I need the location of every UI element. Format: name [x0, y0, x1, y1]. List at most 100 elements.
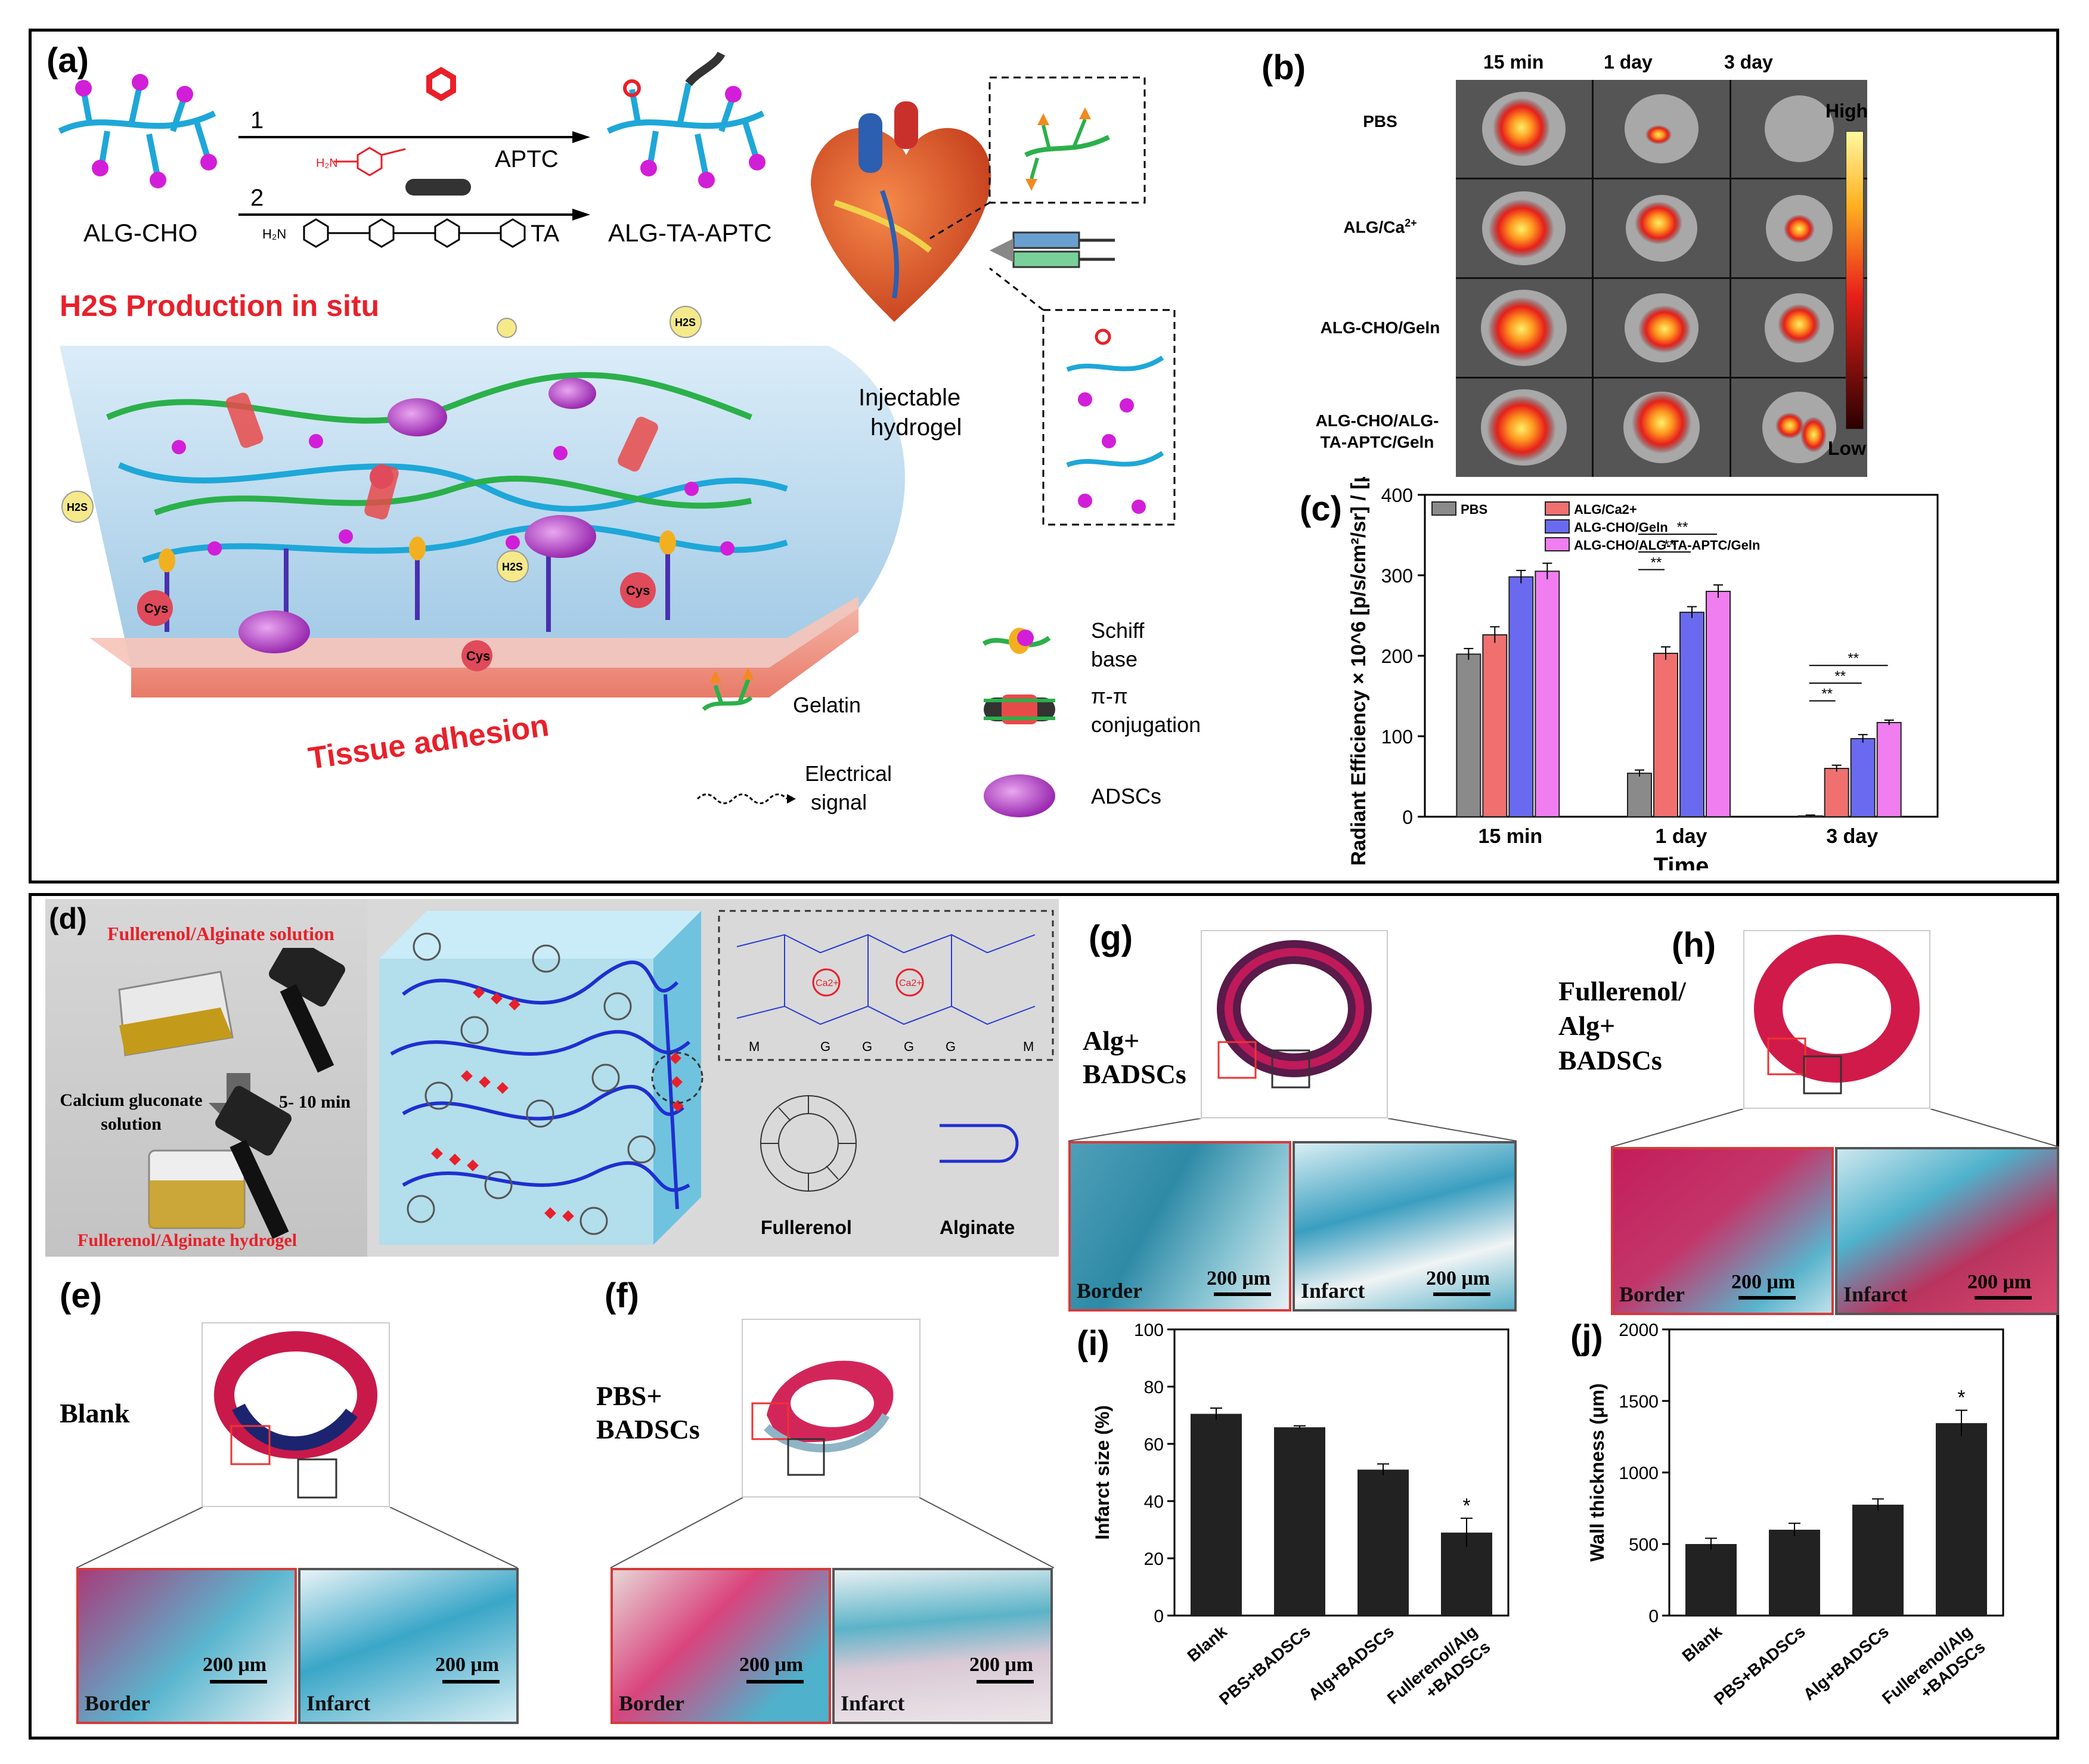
chart-c-sig-label: ** — [1834, 668, 1846, 684]
svg-text:M: M — [749, 1039, 760, 1054]
chart-i-ytick-label: 40 — [1144, 1492, 1164, 1512]
svg-text:Gelatin: Gelatin — [793, 693, 861, 717]
chart-j-xtick-label: Blank — [1679, 1622, 1726, 1666]
chart-j-ylabel: Wall thickness (μm) — [1586, 1383, 1608, 1561]
svg-text:Fullerenol: Fullerenol — [761, 1217, 852, 1238]
chart-c-xlabel: Time — [1654, 853, 1709, 870]
svg-text:signal: signal — [811, 790, 867, 814]
chart-c-ytick-label: 400 — [1381, 485, 1413, 506]
alg-ta-aptc-label: ALG-TA-APTC — [608, 219, 772, 247]
svg-text:H2S: H2S — [675, 317, 696, 328]
alginate-chain-icon — [940, 1124, 1019, 1163]
chart-c-legend-label: ALG-CHO/Geln — [1574, 520, 1668, 535]
chart-i-bar — [1357, 1470, 1409, 1616]
fullerenol-hydrogel-text: Fullerenol/Alginate hydrogel — [78, 1230, 297, 1250]
chart-c-bar — [1824, 768, 1849, 817]
chart-c-legend-label: ALG/Ca2+ — [1574, 502, 1637, 517]
panel-d-label: (d) — [49, 902, 87, 935]
chart-j-bar — [1685, 1544, 1737, 1616]
chart-c-ytick-label: 300 — [1381, 565, 1413, 587]
hydrogel-block — [60, 346, 905, 668]
chart-c-xtick-label: 1 day — [1656, 825, 1707, 848]
chart-j-ytick-label: 500 — [1629, 1535, 1659, 1555]
chart-j-xtick-label: PBS+BADSCs — [1710, 1622, 1809, 1709]
chart-j-xtick-label: Fullerenol/Alg+BADSCs — [1879, 1622, 1989, 1723]
hydrogel-label: hydrogel — [870, 414, 962, 441]
panel-f-heart-section — [742, 1319, 920, 1498]
panel-e-border-image: Border — [76, 1568, 297, 1724]
panel-b-row-pbs: PBS — [1363, 112, 1397, 131]
svg-text:Cys: Cys — [144, 601, 168, 616]
panel-b-time-15min: 15 min — [1483, 51, 1544, 73]
panel-g-infarct-image: Infarct — [1293, 1141, 1517, 1312]
panel-f-group: PBS+BADSCs — [596, 1381, 700, 1444]
chart-c-ytick-label: 100 — [1381, 726, 1413, 748]
svg-text:G: G — [904, 1039, 914, 1054]
chart-c-bar — [1508, 576, 1534, 817]
panel-b-label: (b) — [1262, 48, 1306, 87]
syringe-icon — [990, 231, 1115, 268]
panel-h-infarct-image: Infarct — [1835, 1147, 2059, 1315]
aptc-ring-icon — [426, 67, 456, 101]
panel-g-border-image: Border — [1068, 1141, 1291, 1312]
panel-e-heart-section — [202, 1322, 390, 1507]
alg-cho-label: ALG-CHO — [83, 219, 197, 247]
tissue-layer — [131, 608, 858, 697]
panel-a-illustration: ALG-CHO 1 2 H₂N APTC H₂N TA ALG-TA-APTC — [58, 51, 1201, 817]
zoom-box-gelatin — [988, 76, 1146, 204]
injectable-label: Injectable — [858, 385, 960, 411]
chart-c-bar — [1679, 612, 1704, 817]
svg-text:H₂N: H₂N — [262, 227, 286, 241]
chart-c-legend-swatch — [1545, 537, 1570, 551]
zoom-box-polymer — [1042, 309, 1176, 526]
chart-c-bar — [1850, 738, 1876, 817]
adsc-cells — [238, 378, 596, 653]
fullerenol-solution-text: Fullerenol/Alginate solution — [107, 923, 334, 944]
panel-h-group: Fullerenol/Alg+BADSCs — [1558, 976, 1686, 1075]
chart-j-ytick-label: 1500 — [1619, 1392, 1659, 1412]
chart-c-sig-label: ** — [1677, 519, 1688, 535]
panel-h-label: (h) — [1672, 926, 1716, 965]
colorbar-low-label: Low — [1828, 438, 1866, 459]
panel-b-row-alg-ca: ALG/Ca2+ — [1343, 217, 1417, 237]
panel-i-chart: 020406080100BlankPBS+BADSCsAlg+BADSCs*Fu… — [1092, 1320, 1510, 1723]
chart-c-legend-swatch — [1545, 501, 1570, 516]
panel-g-heart-section — [1201, 930, 1388, 1118]
chart-c-bar — [1876, 722, 1902, 817]
chart-i-ytick-label: 0 — [1154, 1607, 1164, 1626]
chart-i-xtick-label: Alg+BADSCs — [1305, 1622, 1397, 1704]
svg-text:Schiff: Schiff — [1091, 618, 1145, 643]
colorbar-high-label: High — [1825, 100, 1868, 122]
panel-e-label: (e) — [60, 1276, 102, 1315]
svg-text:H2S: H2S — [502, 561, 523, 573]
svg-text:π-π: π-π — [1091, 684, 1128, 708]
chart-i-sig: * — [1462, 1495, 1470, 1517]
panel-i-label: (i) — [1077, 1324, 1109, 1363]
svg-text:base: base — [1091, 647, 1138, 671]
panel-b-row-combo: ALG-CHO/ALG-TA-APTC/Geln — [1315, 411, 1439, 451]
chart-i-ylabel: Infarct size (%) — [1092, 1405, 1113, 1540]
chart-c-bar — [1653, 652, 1678, 817]
chart-c-sig-label: ** — [1821, 686, 1833, 702]
aptc-structure — [334, 147, 406, 176]
chart-i-bar — [1274, 1427, 1325, 1616]
chart-i-xtick-label: Fullerenol/Alg+BADSCs — [1384, 1622, 1494, 1723]
chart-i-ytick-label: 60 — [1144, 1435, 1164, 1455]
chart-j-bar — [1852, 1505, 1904, 1616]
panel-f-infarct-image: Infarct — [832, 1568, 1053, 1724]
panel-h-heart-section — [1743, 930, 1930, 1109]
chart-c-ytick-label: 0 — [1402, 807, 1413, 828]
chart-c-xtick-label: 3 day — [1826, 825, 1878, 848]
svg-text:TA: TA — [531, 221, 559, 247]
chart-c-ylabel: Avg Radiant Efficiency × 10^6 [p/s/cm²/s… — [1347, 477, 1370, 870]
chart-c-sig-label: ** — [1848, 650, 1859, 666]
tissue-adhesion-title: Tissue adhesion — [306, 708, 551, 776]
chart-i-bar — [1191, 1413, 1242, 1616]
panel-e-infarct-image: Infarct — [298, 1568, 519, 1724]
svg-text:Electrical: Electrical — [805, 761, 892, 786]
heart-illustration — [811, 101, 991, 322]
alg-ta-aptc-structure — [606, 82, 765, 179]
svg-text:ADSCs: ADSCs — [1091, 784, 1161, 808]
chart-c-bar — [1482, 634, 1508, 817]
calcium-gluconate-text: Calcium gluconate solution — [60, 1090, 203, 1134]
